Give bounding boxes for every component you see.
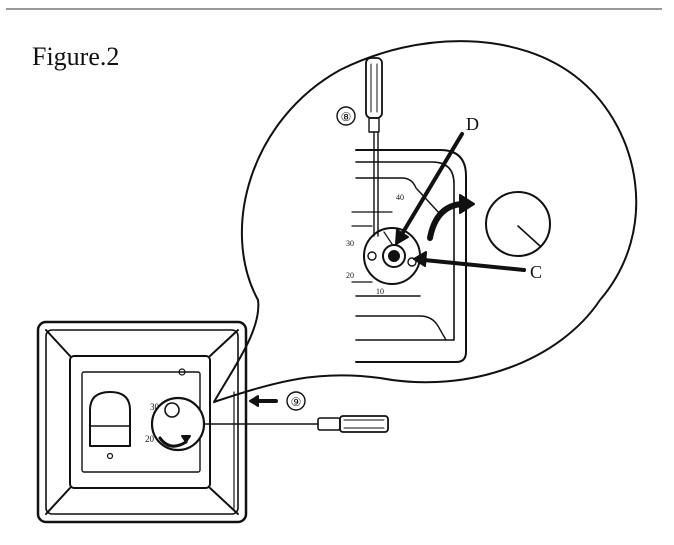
magnified-dial-label-bottom: 40 [396, 193, 404, 202]
removed-knob-icon [485, 191, 551, 257]
callout-c: C [530, 262, 542, 282]
arrow-icon [249, 395, 278, 407]
knob-icon: 30 20 [145, 396, 206, 452]
dial-label-mid: 20 [145, 434, 155, 444]
curved-arrow-icon [427, 194, 475, 241]
magnified-screwdriver-icon [365, 57, 383, 237]
magnified-dial-label-top: 30 [346, 239, 354, 248]
dial-label-top: 30 [150, 402, 160, 412]
magnified-dial: 30 20 10 40 [346, 193, 421, 296]
pointer-d-icon [395, 132, 464, 245]
top-divider [6, 8, 662, 10]
magnified-dial-label-mid: 20 [346, 271, 354, 280]
figure-title: Figure.2 [32, 42, 120, 71]
step-nine-label: ⑨ [291, 395, 302, 409]
step-nine-badge [286, 391, 306, 411]
screwdriver-icon [203, 415, 389, 433]
step-eight-label: ⑧ [341, 110, 352, 124]
pointer-c-icon [413, 251, 526, 272]
magnified-dial-label-low: 10 [376, 287, 384, 296]
step-eight-badge [336, 106, 356, 126]
callout-d: D [466, 114, 479, 134]
thermostat-body [36, 320, 248, 524]
magnifier-outline [213, 40, 638, 403]
